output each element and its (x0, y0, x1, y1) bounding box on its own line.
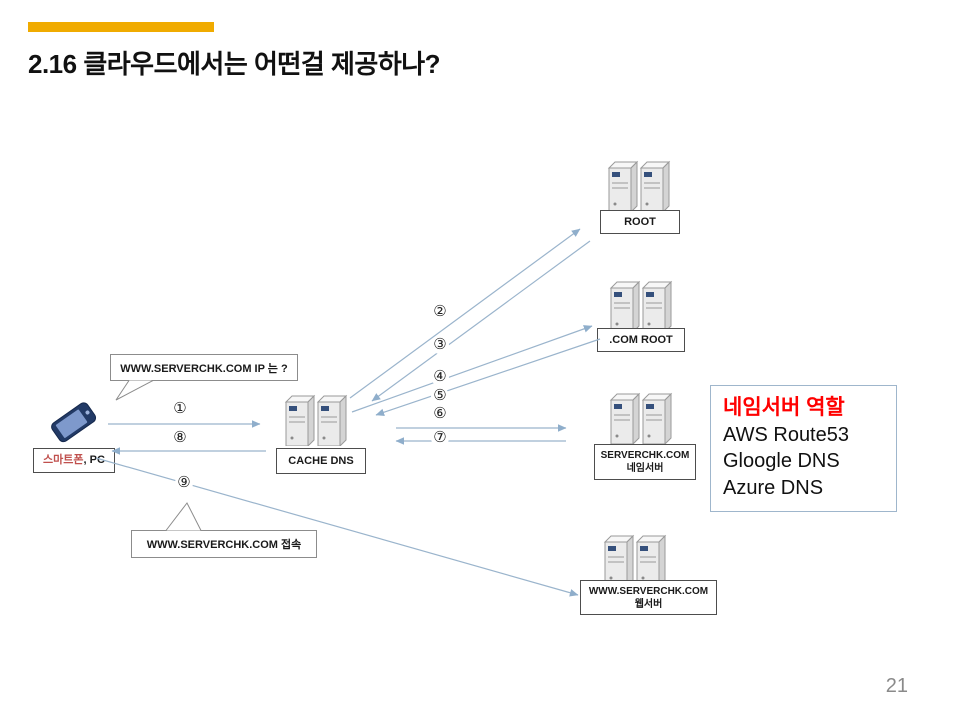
root-label-text: ROOT (624, 215, 656, 228)
query-callout-text: WWW.SERVERCHK.COM IP 는 ? (120, 362, 288, 375)
page-title: 2.16 클라우드에서는 어떤걸 제공하나? (28, 49, 441, 79)
step-8: ⑧ (171, 429, 189, 447)
note-title: 네임서버 역할 (723, 396, 845, 419)
cache-dns-server (283, 394, 349, 451)
client-device (46, 396, 102, 453)
arrow-step9 (95, 457, 579, 597)
server-icon (284, 394, 348, 448)
step-2: ② (431, 303, 449, 321)
nameserver-label-line2: 네임서버 (626, 463, 664, 474)
page-number: 21 (885, 675, 908, 697)
server-icon (609, 280, 673, 334)
nameserver-label: SERVERCHK.COM 네임서버 (594, 444, 696, 480)
cache-dns-label-text: CACHE DNS (288, 454, 354, 467)
query-callout: WWW.SERVERCHK.COM IP 는 ? (110, 354, 298, 381)
arrow-step4 (351, 325, 593, 413)
nameserver-label-line1: SERVERCHK.COM (600, 450, 690, 461)
step-4: ④ (431, 368, 449, 386)
root-server (606, 160, 672, 217)
step-5: ⑤ (431, 387, 449, 405)
webserver-label: WWW.SERVERCHK.COM 웹서버 (580, 580, 717, 615)
note-item: Gloogle DNS (723, 450, 840, 473)
client-label: 스마트폰, PC (33, 448, 115, 473)
webserver-label-line1: WWW.SERVERCHK.COM (588, 585, 709, 597)
cache-dns-label: CACHE DNS (276, 448, 366, 474)
connect-callout-tail (165, 502, 202, 531)
nameserver-note: 네임서버 역할 AWS Route53 Gloogle DNS Azure DN… (710, 385, 897, 512)
webserver-label-line2: 웹서버 (634, 598, 663, 610)
connect-callout: WWW.SERVERCHK.COM 접속 (131, 530, 317, 558)
client-label-rest: , PC (83, 454, 105, 467)
note-item: Azure DNS (723, 476, 824, 499)
server-icon (607, 160, 671, 214)
connect-callout-text: WWW.SERVERCHK.COM 접속 (146, 539, 302, 551)
smartphone-icon (51, 402, 97, 443)
client-label-highlight: 스마트폰 (43, 454, 84, 467)
step-3: ③ (431, 336, 449, 354)
server-icon (609, 392, 673, 446)
arrow-step5 (375, 338, 601, 417)
arrow-step2 (349, 228, 581, 399)
step-6: ⑥ (431, 405, 449, 423)
accent-bar (28, 22, 214, 32)
query-callout-tail (115, 380, 154, 401)
step-7: ⑦ (431, 429, 449, 447)
root-label: ROOT (600, 210, 680, 234)
step-1: ① (171, 400, 189, 418)
note-item: AWS Route53 (723, 423, 849, 446)
nameserver-server (608, 392, 674, 449)
com-root-label-text: .COM ROOT (609, 333, 673, 346)
step-9: ⑨ (175, 474, 193, 492)
com-root-label: .COM ROOT (597, 328, 685, 352)
arrow-step3 (371, 240, 591, 402)
server-icon (603, 534, 667, 588)
